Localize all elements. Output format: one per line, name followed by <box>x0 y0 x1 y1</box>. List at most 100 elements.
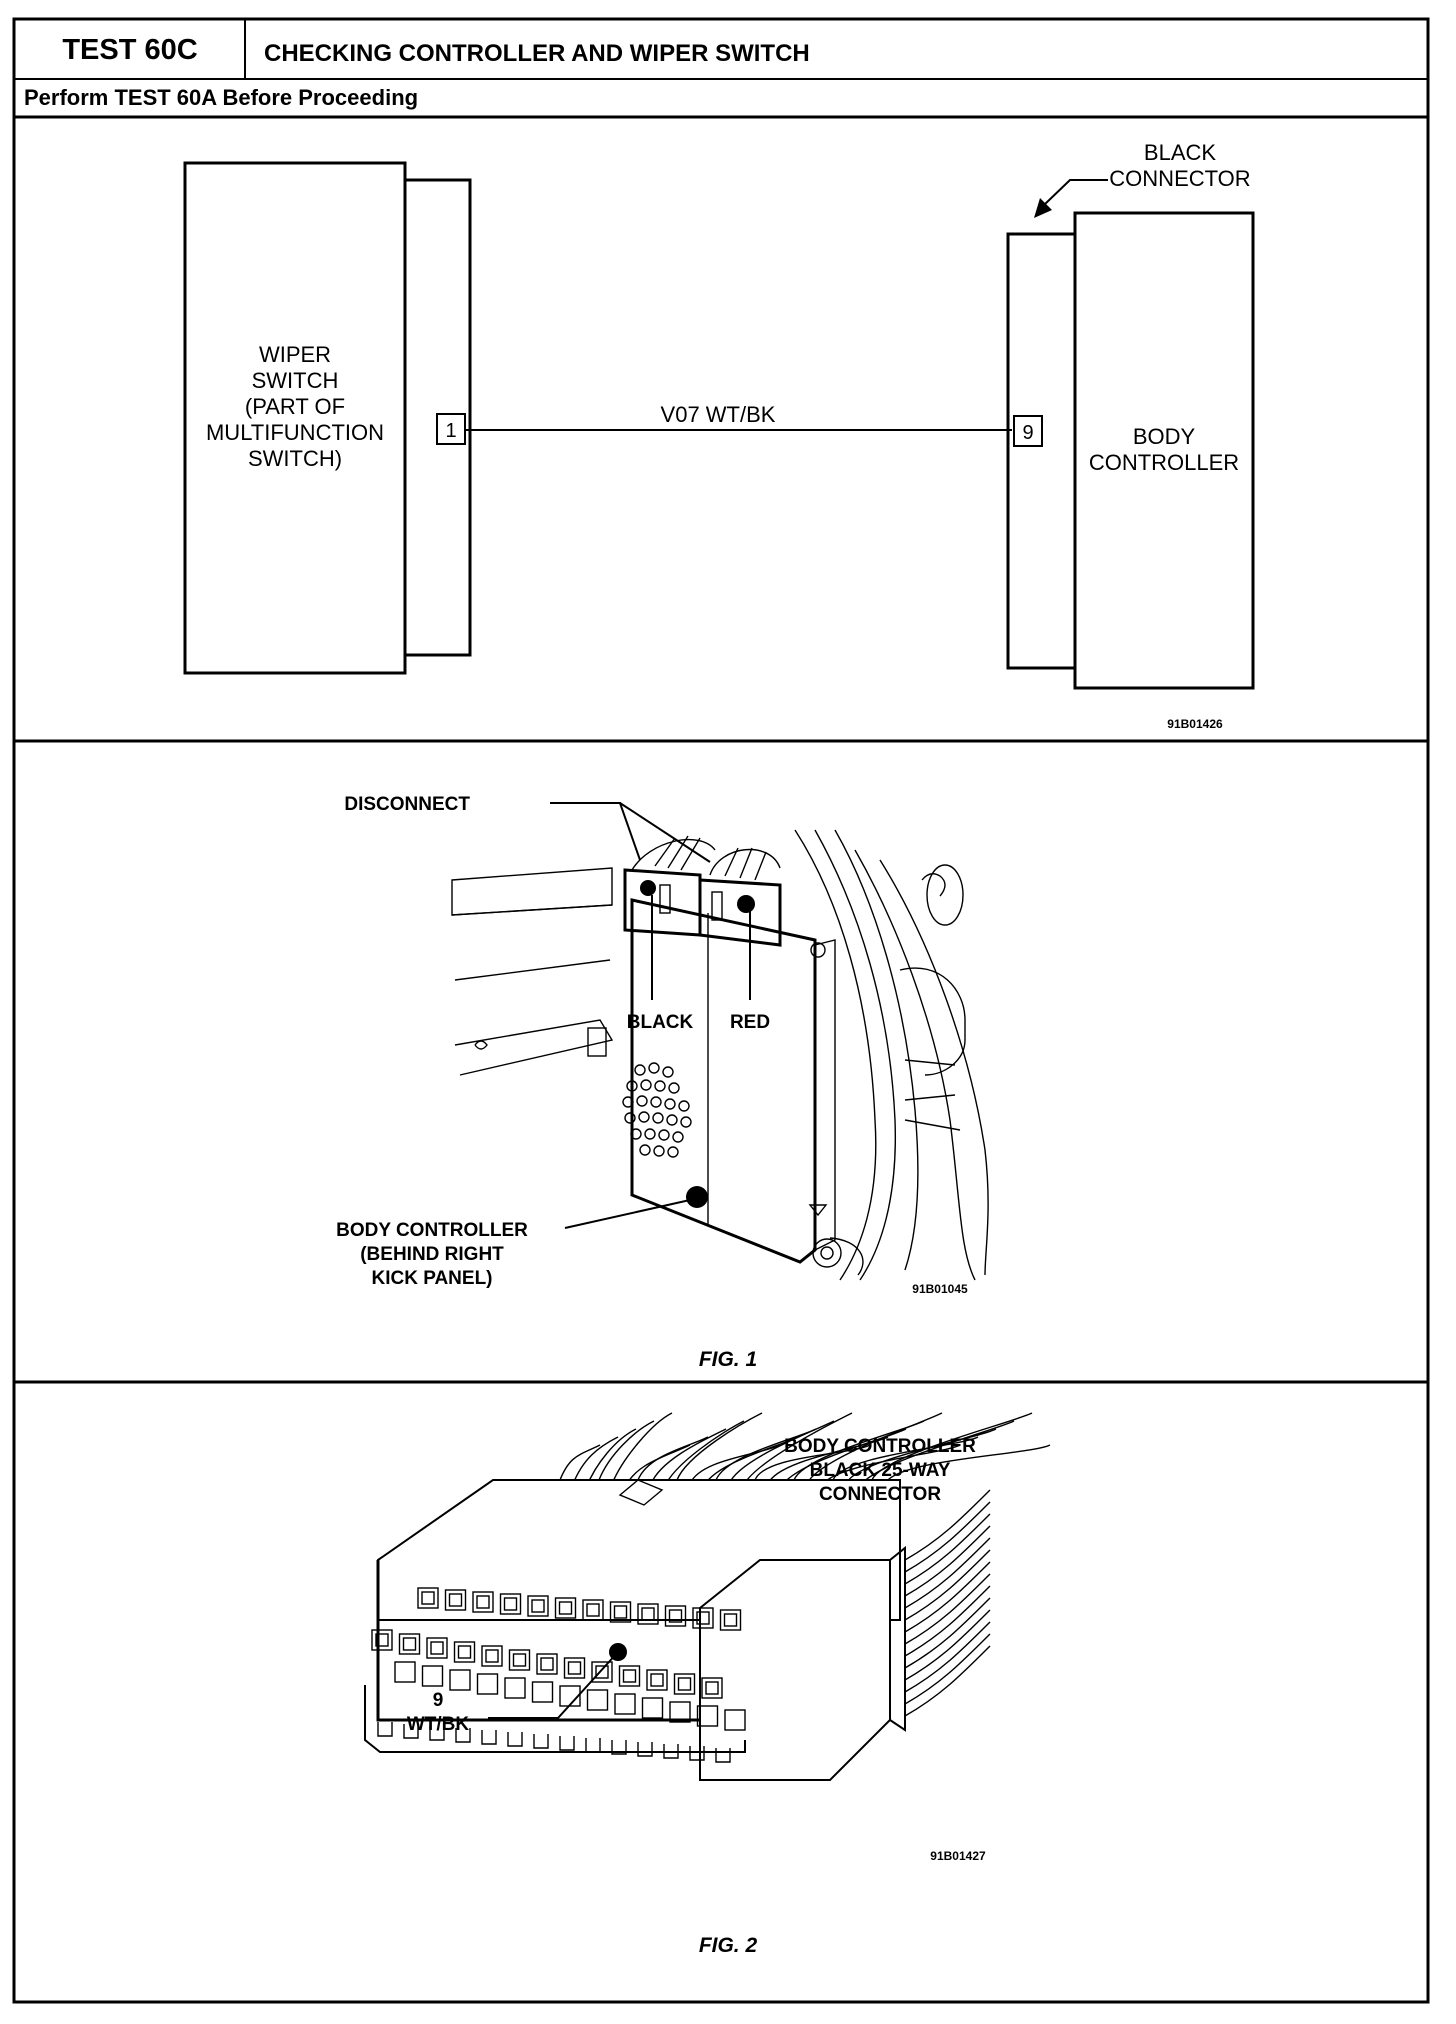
housing-tooth <box>403 1724 419 1739</box>
page-subtitle: Perform TEST 60A Before Proceeding <box>24 85 418 110</box>
wiper-label-line-4: MULTIFUNCTION <box>206 420 384 445</box>
pin-cavity-inner <box>622 1669 637 1683</box>
schematic-drawing-code: 91B01426 <box>1167 717 1223 731</box>
connector-front-outline <box>376 1560 700 1722</box>
harness-strand-5 <box>879 859 989 1276</box>
body-callout-line-1: BODY CONTROLLER <box>336 1220 528 1241</box>
bracket-curve <box>899 967 966 1076</box>
housing-tooth <box>481 1730 497 1745</box>
black-connector-callout: BLACK CONNECTOR <box>1109 140 1250 191</box>
harness-strand-3 <box>834 829 919 1271</box>
pin-cavity <box>664 1605 687 1627</box>
grommet <box>926 864 964 926</box>
connector-callout-line-1: BLACK <box>1144 140 1216 165</box>
red-connector-shell <box>699 878 782 947</box>
fig1-caption: FIG. 1 <box>699 1348 757 1371</box>
body-controller-callout: BODY CONTROLLER (BEHIND RIGHT KICK PANEL… <box>336 1220 528 1289</box>
controller-pin-number: 9 <box>1022 422 1033 444</box>
disconnect-leader-black <box>550 802 641 861</box>
pin-cavity-inner <box>430 1641 444 1655</box>
pin-cavity-inner <box>448 1593 463 1607</box>
pin-cavity <box>637 1603 659 1625</box>
fig1-drawing-code: 91B01045 <box>912 1282 968 1296</box>
bracket-rib-3 <box>904 1119 961 1131</box>
red-wire-strands <box>724 847 767 881</box>
pin-cavity <box>394 1661 416 1683</box>
wiper-pin-number: 1 <box>445 420 456 442</box>
pin-cavity-inner <box>705 1681 719 1695</box>
wiper-switch-block <box>183 161 407 675</box>
schematic: 1 WIPER SWITCH (PART OF MULTIFUNCTION SW… <box>183 140 1255 731</box>
lower-housing-outline <box>364 1685 746 1753</box>
pin-cavity <box>421 1665 444 1687</box>
harness-strand-2 <box>814 829 897 1281</box>
wire-strand <box>845 1428 997 1485</box>
mount-nut <box>812 1238 842 1268</box>
dash-panel-upper <box>451 867 613 916</box>
page-title: CHECKING CONTROLLER AND WIPER SWITCH <box>264 40 810 67</box>
red-wire-bundle <box>709 848 781 876</box>
pin-cavity-inner <box>641 1607 655 1621</box>
wire-strand <box>904 1525 991 1597</box>
body-callout-line-2: (BEHIND RIGHT <box>360 1244 504 1265</box>
housing-tooth <box>533 1734 549 1749</box>
pin-9-leader <box>488 1651 619 1719</box>
pin-cavity-inner <box>512 1653 527 1667</box>
vent-hole <box>666 1114 678 1126</box>
grommet-ridge <box>921 873 946 897</box>
pin-cavity <box>531 1681 554 1703</box>
module-tab-marker <box>808 1204 828 1217</box>
fig2-caption: FIG. 2 <box>699 1934 758 1957</box>
wire-strand <box>904 1549 991 1621</box>
pin-cavity <box>586 1689 609 1711</box>
pin-cavity-inner <box>421 1591 435 1605</box>
housing-teeth <box>377 1722 731 1763</box>
body-controller-leader <box>564 1199 691 1229</box>
bracket-rib-2 <box>904 1094 956 1101</box>
wire-strand <box>637 1436 709 1481</box>
vent-hole <box>650 1096 662 1108</box>
pin-cavity <box>449 1669 471 1691</box>
connector-wires <box>559 1412 1051 1717</box>
vent-hole <box>638 1111 650 1123</box>
connector-arrowhead <box>1034 198 1052 218</box>
vent-hole <box>664 1098 676 1110</box>
harness-strand-1 <box>794 829 877 1281</box>
wire-strand <box>806 1412 943 1485</box>
vent-hole <box>662 1066 674 1078</box>
wire-strand <box>650 1428 727 1485</box>
wire-label: V07 WT/BK <box>661 402 776 427</box>
pin-cavity <box>591 1661 613 1683</box>
vent-hole <box>652 1112 664 1124</box>
vent-hole <box>630 1128 642 1140</box>
controller-label-line-2: CONTROLLER <box>1089 450 1239 475</box>
pin-cavity <box>701 1677 723 1699</box>
connector-latch-tab <box>618 1479 664 1506</box>
pin-cavity-inner <box>677 1677 692 1691</box>
wire-strand <box>904 1537 991 1609</box>
body-controller-block <box>1073 211 1255 690</box>
wiper-label-line-5: SWITCH) <box>248 446 342 471</box>
wiper-pin-box <box>436 413 466 445</box>
wiper-label-line-1: WIPER <box>259 342 331 367</box>
wire-strand <box>572 1436 619 1485</box>
pin-cavity-inner <box>723 1613 738 1627</box>
wire-strand <box>767 1436 889 1485</box>
pin-cavity <box>582 1599 604 1621</box>
pin-cavity <box>724 1709 746 1731</box>
module-side-rail <box>814 939 836 1251</box>
pin-cavity <box>504 1677 526 1699</box>
housing-tooth <box>715 1748 731 1763</box>
pin-cavity <box>453 1641 476 1663</box>
connector-flange <box>889 1545 906 1732</box>
red-latch <box>711 891 723 921</box>
pin-9-callout: 9 WT/BK <box>407 1690 470 1735</box>
pin-callout-number: 9 <box>433 1690 444 1711</box>
connector-leader-line <box>1043 179 1108 206</box>
pin-cavity-inner <box>402 1637 417 1651</box>
vent-hole <box>678 1100 690 1112</box>
pin-cavity <box>641 1697 664 1719</box>
vent-hole <box>654 1080 666 1092</box>
pin-cavity <box>614 1693 636 1715</box>
pin-cavity <box>696 1705 719 1727</box>
